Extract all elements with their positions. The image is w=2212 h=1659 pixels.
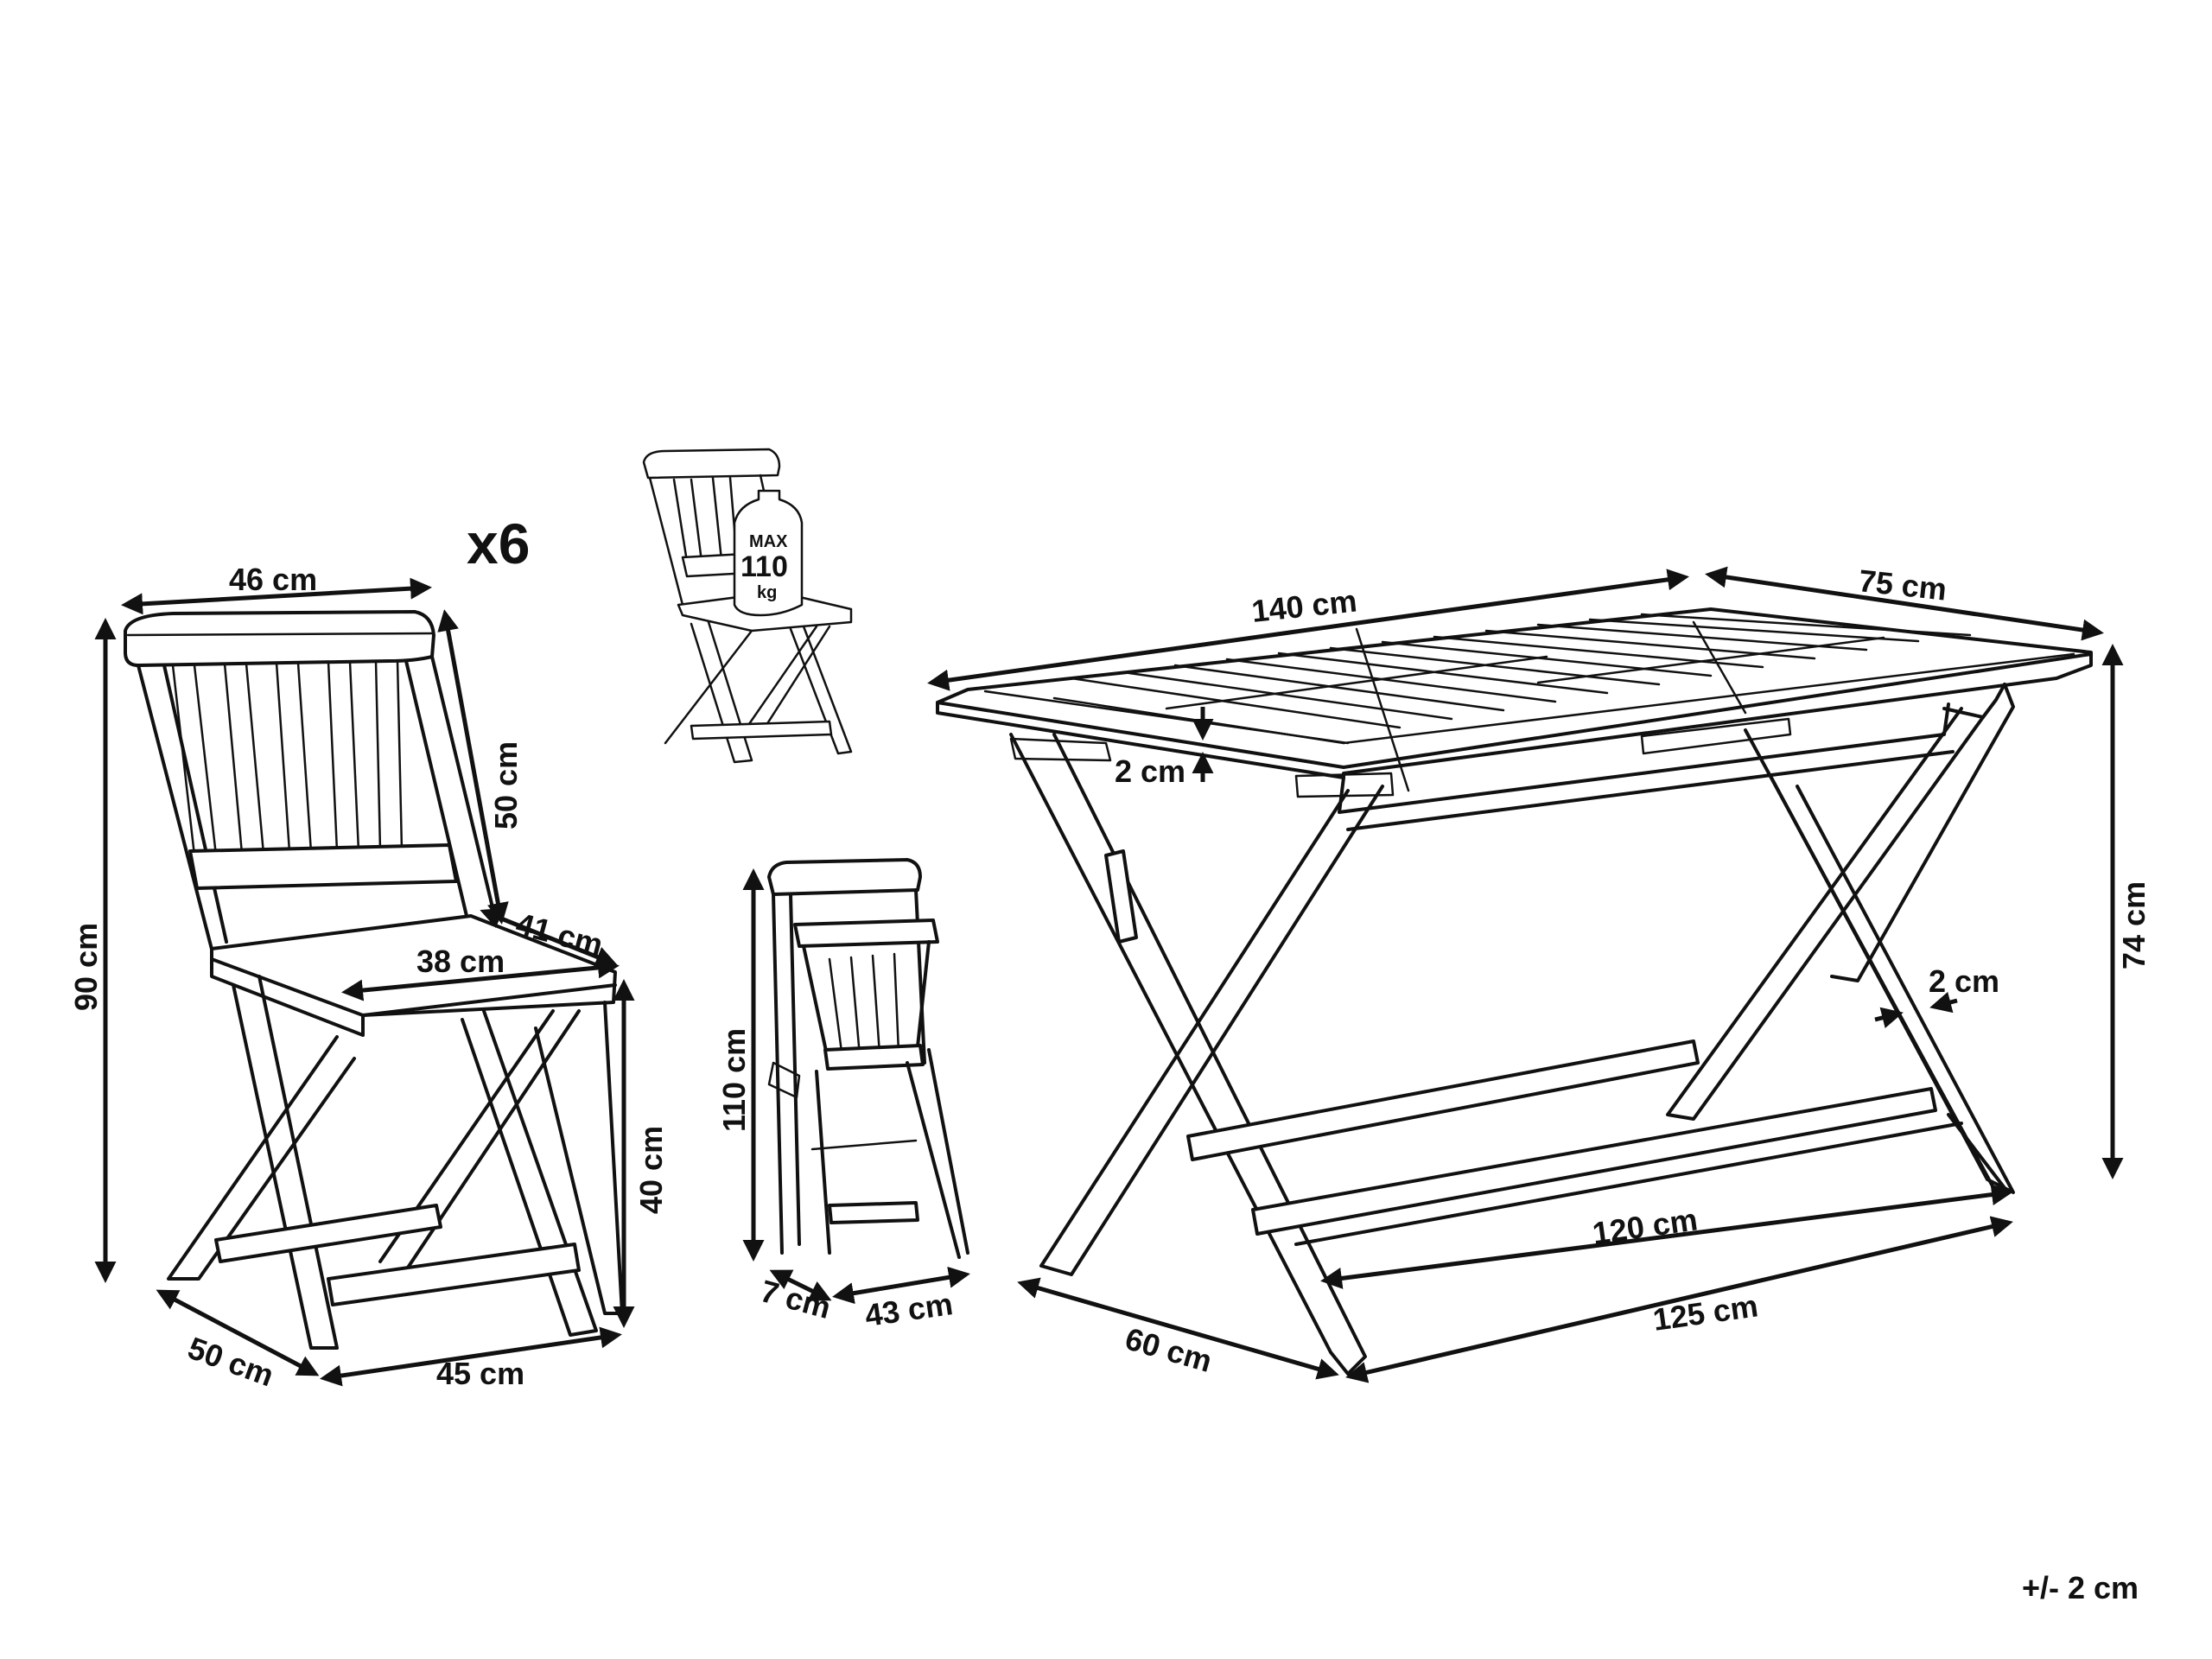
chair-seat-height-label: 40 cm — [633, 1126, 669, 1214]
folded-chair-dimension-lines — [742, 868, 970, 1305]
max-load-line1: MAX — [749, 532, 788, 551]
chair-base-depth-label: 50 cm — [183, 1330, 278, 1393]
small-chair-drawing: MAX 110 kg — [642, 448, 853, 764]
chair-width-top-label: 46 cm — [229, 562, 317, 597]
table-height-label: 74 cm — [2116, 881, 2152, 969]
folded-width-label: 43 cm — [862, 1286, 955, 1333]
chair-dimension-lines — [94, 577, 635, 1387]
folded-thickness-label: 7 cm — [757, 1273, 835, 1325]
table-length-label: 140 cm — [1250, 582, 1359, 629]
table-inner-length-label: 120 cm — [1590, 1201, 1700, 1251]
table-base-length-label: 125 cm — [1650, 1287, 1760, 1338]
folded-chair-drawing — [767, 858, 969, 1259]
chair-total-height-label: 90 cm — [68, 923, 104, 1011]
chair-base-width-label: 45 cm — [436, 1356, 524, 1391]
quantity-label: x6 — [467, 512, 530, 575]
chair-drawing — [124, 610, 624, 1350]
table-drawing — [936, 607, 2093, 1376]
chair-back-height-label: 50 cm — [488, 741, 524, 830]
tolerance-note: +/- 2 cm — [2022, 1570, 2139, 1605]
chair-seat-width-label: 38 cm — [416, 944, 505, 979]
max-load-value: 110 — [741, 550, 788, 583]
table-leg-thickness-label: 2 cm — [1929, 963, 1999, 999]
weight-icon — [733, 489, 804, 617]
folded-height-label: 110 cm — [716, 1028, 752, 1132]
table-top-thickness-label: 2 cm — [1115, 753, 1185, 789]
table-dimension-lines — [927, 566, 2124, 1383]
max-load-unit: kg — [757, 583, 777, 602]
table-base-depth-label: 60 cm — [1122, 1320, 1216, 1379]
